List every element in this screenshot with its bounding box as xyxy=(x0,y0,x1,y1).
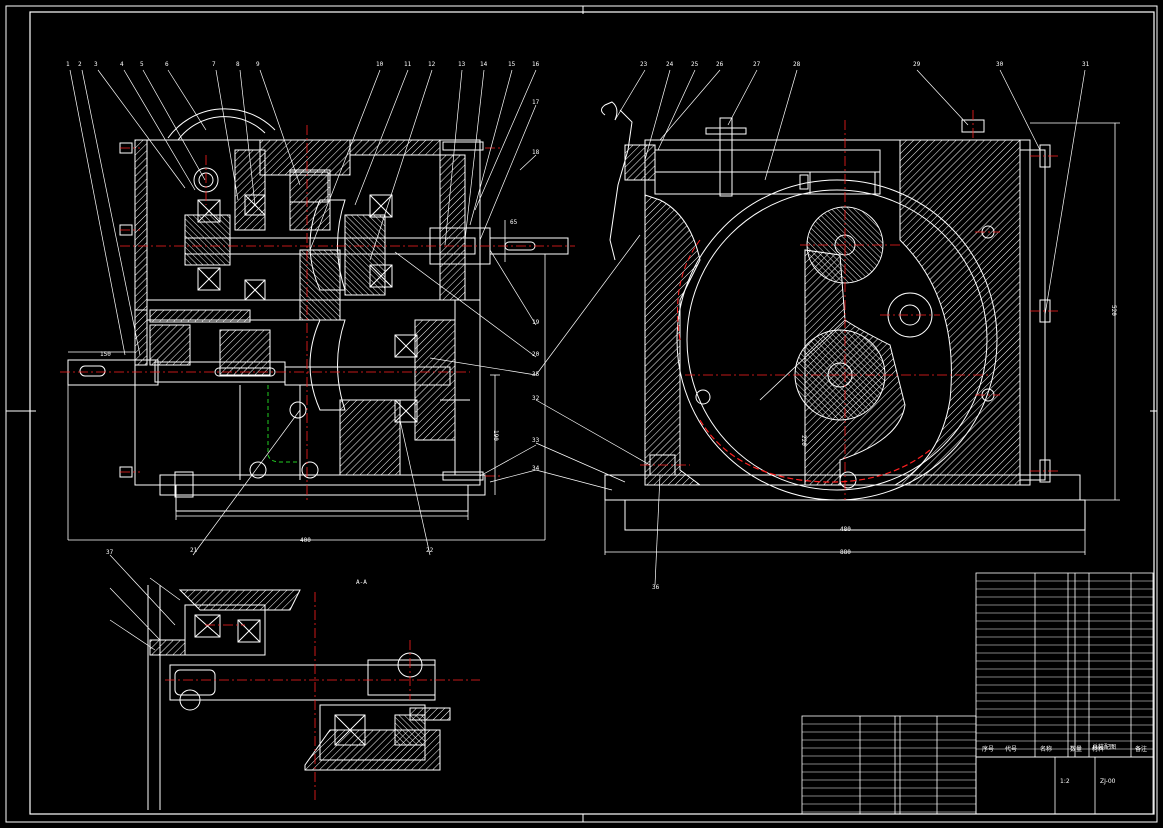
title-block-header-cell: 材料 xyxy=(1092,746,1105,753)
right-dimension-lines xyxy=(604,122,1120,555)
title-block-header-cell: 代号 xyxy=(1005,746,1018,753)
leader-number: 33 xyxy=(532,437,540,444)
left-sectional-view xyxy=(67,108,569,512)
leader-number: 4 xyxy=(120,61,124,68)
leader-number: 9 xyxy=(256,61,260,68)
detail-centerlines xyxy=(165,592,480,800)
left-centerlines xyxy=(60,125,575,500)
leader-number: 16 xyxy=(532,61,540,68)
leader-number: 5 xyxy=(140,61,144,68)
leader-number: 37 xyxy=(106,549,114,556)
title-block-drawing-no: ZJ-00 xyxy=(1100,778,1116,785)
leader-number: 13 xyxy=(458,61,466,68)
dim-left-height: 190 xyxy=(492,430,499,441)
leader-number: 32 xyxy=(532,395,540,402)
section-label: A-A xyxy=(356,579,367,586)
dim-left-shaft: 65 xyxy=(510,219,518,226)
leader-number: 14 xyxy=(480,61,488,68)
right-red-arc-2 xyxy=(677,239,701,341)
leader-number: 24 xyxy=(666,61,674,68)
leader-number: 28 xyxy=(793,61,801,68)
title-block-rows xyxy=(802,580,1153,813)
leader-number: 31 xyxy=(1082,61,1090,68)
dim-right-height: 520 xyxy=(1110,305,1117,316)
right-centerlines xyxy=(640,110,1060,500)
leader-number: 2 xyxy=(78,61,82,68)
title-block-grid xyxy=(801,572,1154,815)
leader-number: 10 xyxy=(376,61,384,68)
title-block-header-cell: 名称 xyxy=(1040,746,1053,753)
left-leader-lines xyxy=(69,69,537,556)
leader-number: 3 xyxy=(94,61,98,68)
right-leader-lines xyxy=(535,69,1086,586)
title-block-header-cell: 备注 xyxy=(1135,746,1148,753)
leader-number: 22 xyxy=(426,547,434,554)
leader-number: 11 xyxy=(404,61,412,68)
right-red-arc xyxy=(699,419,931,483)
detail-leaders xyxy=(109,554,181,651)
leader-number: 26 xyxy=(716,61,724,68)
dim-right-width: 880 xyxy=(840,549,851,556)
leader-number: 7 xyxy=(212,61,216,68)
leader-number: 8 xyxy=(236,61,240,68)
leader-number: 20 xyxy=(532,351,540,358)
dim-left-width: 400 xyxy=(300,537,311,544)
hidden-line xyxy=(267,385,300,463)
detail-view xyxy=(147,585,451,810)
dim-left-shaft-end: 150 xyxy=(100,351,111,358)
dim-right-center: 220 xyxy=(800,435,807,446)
leader-number: 25 xyxy=(691,61,699,68)
leader-number: 1 xyxy=(66,61,70,68)
leader-number: 23 xyxy=(640,61,648,68)
title-block-header-cell: 序号 xyxy=(982,746,995,753)
leader-number: 6 xyxy=(165,61,169,68)
leader-number: 36 xyxy=(652,584,660,591)
title-block-scale: 1:2 xyxy=(1060,778,1070,785)
leader-number: 12 xyxy=(428,61,436,68)
left-dimension-lines xyxy=(67,220,546,541)
leader-number: 19 xyxy=(532,319,540,326)
leader-number: 34 xyxy=(532,465,540,472)
leader-number: 27 xyxy=(753,61,761,68)
leader-number: 29 xyxy=(913,61,921,68)
title-block-title: 总装配图 xyxy=(1092,744,1117,751)
leader-number: 15 xyxy=(508,61,516,68)
leader-number: 30 xyxy=(996,61,1004,68)
right-view xyxy=(601,101,1086,531)
dim-right-base: 480 xyxy=(840,526,851,533)
leader-number: 35 xyxy=(532,371,540,378)
leader-number: 17 xyxy=(532,99,540,106)
drawing-border xyxy=(5,5,1158,823)
leader-number: 18 xyxy=(532,149,540,156)
title-block-header-cell: 数量 xyxy=(1070,746,1083,753)
leader-number: 21 xyxy=(190,547,198,554)
